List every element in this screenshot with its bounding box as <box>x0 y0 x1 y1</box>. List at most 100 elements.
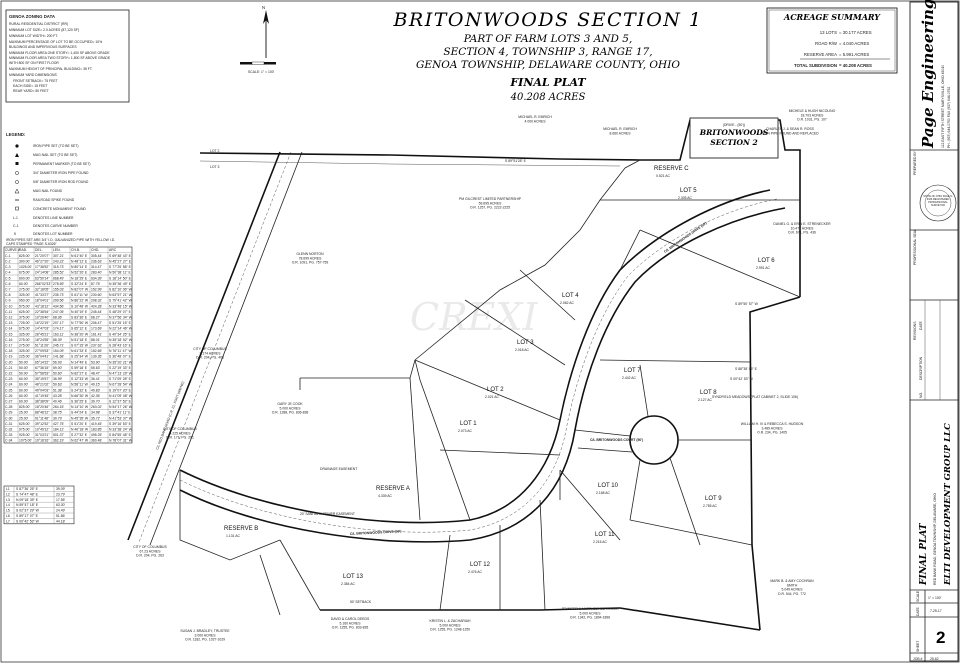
legend-item: MAG NAIL SET (TO BE SET) <box>33 153 77 157</box>
curve-table-cell: 285.52' <box>53 271 64 275</box>
curve-table-cell: C-22 <box>5 372 12 376</box>
lot-label: LOT 1 <box>460 421 477 427</box>
adjoining-owner: PM GILCREST LIMITED PARTNERSHIP <box>459 197 522 201</box>
curve-table-cell: 39.70' <box>91 400 100 404</box>
curve-table-cell: 19°18'16" <box>35 439 50 443</box>
sheet-block-label: SHEET <box>916 641 920 652</box>
zoning-line: MINIMUM FLOOR AREA TWO STORY= 1,800 SF A… <box>9 56 111 60</box>
curve-table-cell: C-6 <box>5 282 11 286</box>
line-table-cell: L7 <box>6 519 10 523</box>
lot-label: LOT 8 <box>700 390 717 396</box>
zoning-heading: GENOA ZONING DATA <box>9 14 55 19</box>
curve-table-cell: S 79°41' 42" W <box>109 299 133 303</box>
curve-table-cell: 305.44' <box>91 254 102 258</box>
curve-table-cell: 51°11'26" <box>35 344 50 348</box>
curve-table-cell: 275.00' <box>19 288 30 292</box>
line-table-cell: 24.49' <box>56 509 65 513</box>
curve-table-cell: N 78°07' 31" W <box>109 439 133 443</box>
curve-table-cell: N 47°13' 29" W <box>109 372 133 376</box>
curve-table-cell: 264.15' <box>53 405 64 409</box>
curve-table-cell: N 33°48' 15" W <box>109 304 133 308</box>
curve-table-cell: C-19 <box>5 355 12 359</box>
curve-table-cell: 825.00' <box>19 405 30 409</box>
lot-area: 2.216 AC <box>593 540 608 544</box>
section-2-line2: SECTION 2 <box>710 138 757 147</box>
line-table-cell: S 87°36' 25" E <box>16 487 39 491</box>
legend-item: MAG NAIL FOUND <box>33 189 63 193</box>
curve-table-cell: 315.73' <box>53 265 64 269</box>
curve-table-cell: S 83°36' E <box>71 316 88 320</box>
revisions-label: REVISIONS <box>913 321 917 340</box>
lot-area: 2.062 AC <box>560 301 575 305</box>
adjoining-owner: O.R. 1288, PG. 836-838 <box>272 411 309 415</box>
curve-table-cell: S 19°07' 20" E <box>109 388 132 392</box>
curve-table-cell: 49.15' <box>91 383 100 387</box>
curve-table-cell: C-16 <box>5 338 12 342</box>
curve-table-cell: 266°02'33" <box>35 282 52 286</box>
lot-label: LOT 10 <box>598 483 619 489</box>
company-name: Page Engineering, Inc. <box>919 0 937 149</box>
curve-table-cell: 56.93' <box>53 360 62 364</box>
title-line: GENOA TOWNSHIP, DELAWARE COUNTY, OHIO <box>416 59 680 71</box>
lot-label: LOT 11 <box>595 532 615 538</box>
curve-table-cell: 68.36' <box>53 316 62 320</box>
adjoining-owner: 10.477 ACRES <box>791 226 815 230</box>
adjoining-owner: D.R. 671, PG. 436 <box>788 231 816 235</box>
acreage-value: = 4.040 ACRES <box>839 41 869 46</box>
adjoining-owner: 3.174 ACRES <box>200 351 222 355</box>
job-label: JOB # <box>913 657 923 661</box>
curve-table-cell: C-3 <box>5 265 11 269</box>
adjoining-owner: D.R. 1031, PG. 107 <box>797 118 827 122</box>
curve-table-cell: 245.71' <box>53 344 64 348</box>
rev-col: NO. <box>919 392 923 398</box>
curve-table-header: RAD. <box>19 248 27 252</box>
curve-table-cell: 375.00' <box>19 316 30 320</box>
curve-table-cell: S 10°48' W <box>71 304 89 308</box>
north-arrow: N SCALE: 1" = 100' <box>240 5 276 74</box>
curve-table-cell: 16°22'19" <box>35 321 50 325</box>
lot-label: LOT 2 <box>487 387 504 393</box>
adjoining-owner: D.R. 204, PG. 403 <box>196 356 224 360</box>
curve-table-header: CH.B. <box>71 248 80 252</box>
curve-table-cell: 668.49' <box>53 276 64 280</box>
curve-table-cell: 63°50'14" <box>35 276 50 280</box>
curve-table-cell: 42.35' <box>91 394 100 398</box>
curve-table-cell: S 51°20' E <box>71 422 88 426</box>
curve-table-cell: N 76°11' 47" W <box>109 349 133 353</box>
sanitary-easement-label: 20' SANITARY SEWER EASEMENT <box>300 512 355 516</box>
line-table-cell: N 59°47' 18" E <box>16 503 39 507</box>
line-table-cell: 17.55' <box>56 498 65 502</box>
curve-table-cell: C-13 <box>5 321 12 325</box>
curve-table-cell: N 38°20' W <box>71 332 89 336</box>
curve-table-cell: S 51°25' 15" E <box>109 321 132 325</box>
curve-table-cell: 184.12' <box>53 428 64 432</box>
curve-table-cell: N 45°27' 27" E <box>109 260 132 264</box>
curve-table-cell: 49.83' <box>91 388 100 392</box>
curve-table-cell: S 28°43' 16" E <box>109 344 132 348</box>
curve-table-cell: 225.00' <box>19 355 30 359</box>
adjoining-owner: 8.660 ACRES <box>610 131 632 135</box>
curve-table-cell: 298.32' <box>91 299 102 303</box>
section-2-line1: BRITONWOODS <box>699 128 769 137</box>
curve-table-cell: S 25°34' W <box>71 355 89 359</box>
curve-table-cell: 39°12'52" <box>35 422 50 426</box>
svg-text:L-1: L-1 <box>13 216 18 220</box>
title-block-main: BRITONWOODS SECTION 1 PART OF FARM LOTS … <box>392 9 701 103</box>
curve-table-cell: 32°18'05" <box>35 288 50 292</box>
curve-table-cell: 419.45' <box>91 422 102 426</box>
adjoining-owner: JENNIFER & MATTHEW MUTCHLER <box>561 607 619 611</box>
acreage-label: ROAD R/W <box>815 41 838 46</box>
curve-table-cell: S 39°16' 53" E <box>109 422 132 426</box>
lot-label: LOT 12 <box>470 562 491 568</box>
curve-table-cell: 60.00' <box>19 377 28 381</box>
company-phone: PH. (937) 644-0750 FAX (937) 644-0752 <box>947 87 951 148</box>
curve-table-cell: 14°47'03" <box>35 327 50 331</box>
curve-table-cell: 50.00' <box>19 372 28 376</box>
adjoining-owner: 5.049 ACRES <box>782 588 804 592</box>
legend-item: 5/8" DIAMETER IRON ROD FOUND <box>33 180 89 184</box>
curve-table-cell: 155.03' <box>53 288 64 292</box>
curve-table-cell: C-17 <box>5 344 12 348</box>
lot-label: LOT 5 <box>680 188 697 194</box>
